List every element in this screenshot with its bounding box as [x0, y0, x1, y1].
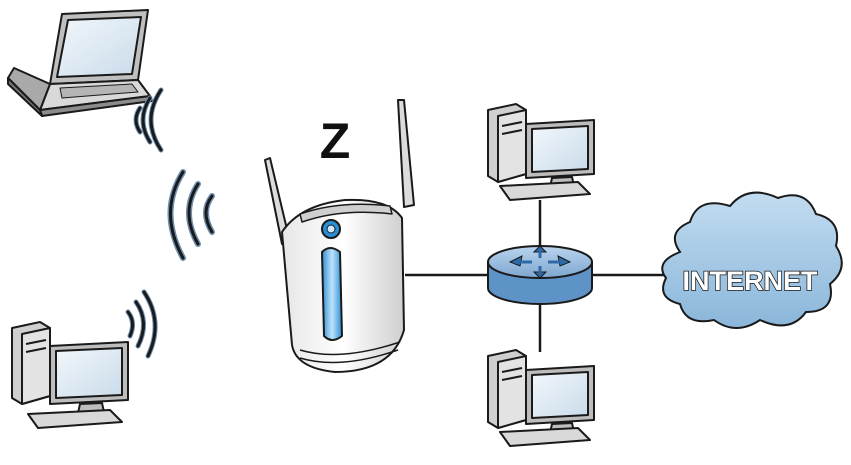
wireless-access-point-icon	[264, 99, 415, 373]
ap-label: Z	[320, 113, 351, 169]
wireless-signal-icon	[167, 169, 215, 261]
router-icon	[487, 245, 593, 305]
wireless-signal-icon	[133, 87, 164, 153]
laptop-icon	[7, 9, 153, 117]
desktop-computer-icon	[11, 321, 129, 429]
internet-cloud-icon	[661, 191, 843, 329]
desktop-computer-icon	[487, 103, 595, 201]
connections	[405, 200, 665, 352]
wireless-signal-icon	[125, 289, 158, 359]
desktop-computer-icon	[487, 349, 595, 447]
internet-label: INTERNET	[683, 266, 819, 296]
